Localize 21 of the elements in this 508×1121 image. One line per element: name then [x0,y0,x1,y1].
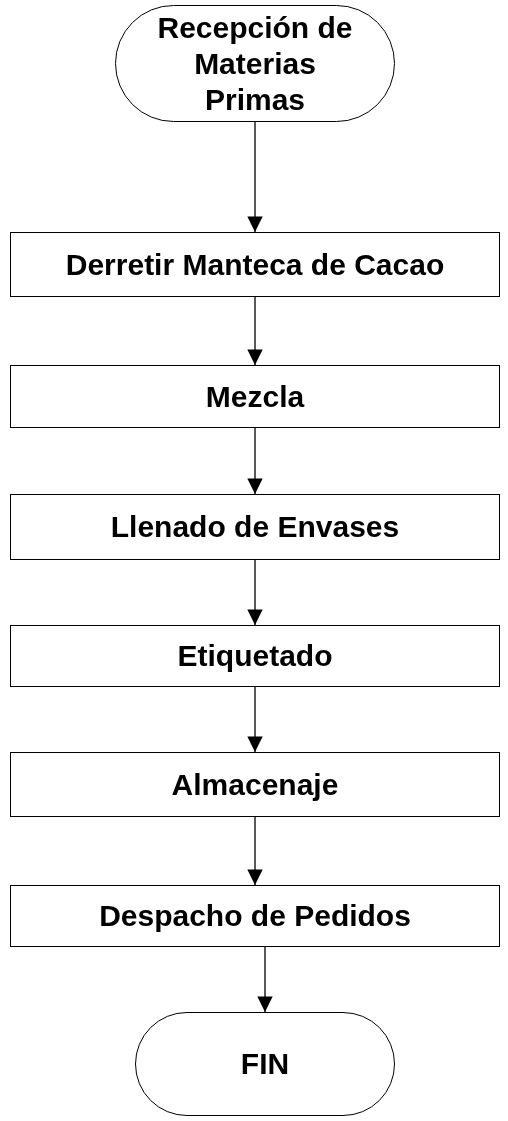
node-label: FIN [240,1046,290,1082]
arrow [257,946,273,1013]
arrow [247,686,263,753]
node-label: Derretir Manteca de Cacao [65,246,445,283]
arrow [247,427,263,495]
process-box [10,752,500,817]
arrow [247,296,263,366]
process-box [10,625,500,687]
node-label: Despacho de Pedidos [99,898,411,934]
node-label: Recepción de Materias Primas [156,9,354,118]
node-label: Llenado de Envases [110,509,400,545]
node-label: Etiquetado [177,638,333,674]
arrow [247,559,263,626]
arrow [247,121,263,233]
process-box [10,494,500,560]
node-label: Almacenaje [171,766,339,803]
process-box [10,885,500,947]
node-label: Mezcla [205,378,305,415]
process-box [10,365,500,428]
process-box [10,232,500,297]
arrow [247,816,263,886]
